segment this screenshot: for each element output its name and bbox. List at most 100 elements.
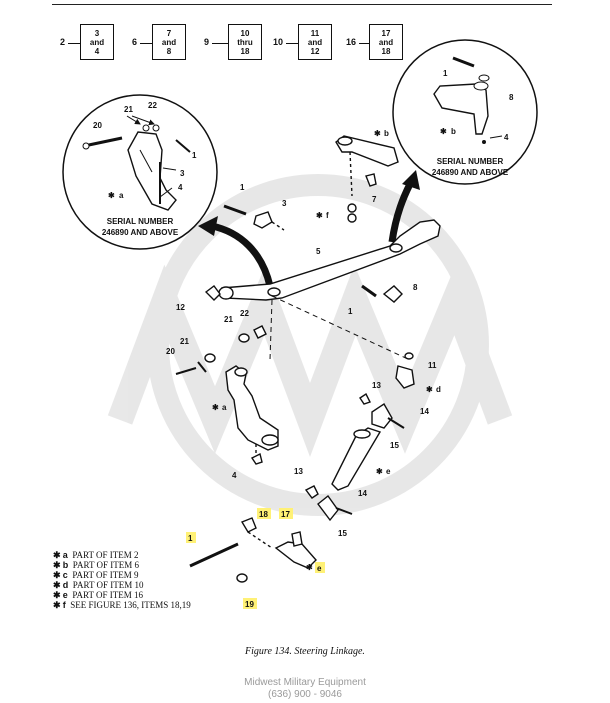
callout-d: d bbox=[436, 385, 441, 394]
legend-mark: ✱ bbox=[53, 560, 61, 570]
callout-star: ✱ bbox=[426, 385, 433, 394]
inset-label-22: 22 bbox=[148, 101, 157, 110]
footer-phone: (636) 900 - 9046 bbox=[268, 689, 342, 700]
reference-box: 7 and 8 bbox=[152, 24, 186, 60]
callout-17: 17 bbox=[281, 510, 290, 519]
reference-box-line: 3 bbox=[94, 29, 100, 38]
legend-key: b bbox=[62, 560, 69, 570]
callout-14: 14 bbox=[358, 489, 367, 498]
figure-caption: Figure 134. Steering Linkage. bbox=[245, 646, 365, 657]
reference-number: 10 bbox=[273, 37, 284, 47]
reference-box-line: and bbox=[378, 38, 394, 47]
callout-3: 3 bbox=[282, 199, 287, 208]
reference-box-line: and bbox=[307, 38, 323, 47]
reference-9: 9 10 thru 18 bbox=[204, 24, 268, 62]
right-inset-arrowhead bbox=[402, 170, 420, 190]
callout-15: 15 bbox=[390, 441, 399, 450]
right-inset: 1 8 ✱ b 4 SERIAL NUMBER 246890 AND ABOVE bbox=[392, 39, 538, 185]
reference-box: 11 and 12 bbox=[298, 24, 332, 60]
left-serial-line1: SERIAL NUMBER bbox=[107, 217, 174, 226]
legend-key: c bbox=[62, 570, 68, 580]
centerline bbox=[271, 295, 411, 361]
highlight-18 bbox=[257, 508, 271, 519]
callout-22: 22 bbox=[240, 309, 249, 318]
centerline bbox=[269, 299, 273, 361]
reference-leader bbox=[140, 43, 152, 44]
right-inset-label-1: 1 bbox=[443, 69, 448, 78]
highlight-19 bbox=[243, 598, 257, 609]
reference-6: 6 7 and 8 bbox=[132, 24, 196, 62]
reference-box-line: 4 bbox=[94, 47, 100, 56]
reference-box-line: 17 bbox=[381, 29, 391, 38]
reference-box-line: 8 bbox=[166, 47, 172, 56]
callout-13: 13 bbox=[294, 467, 303, 476]
highlight-17 bbox=[279, 508, 293, 519]
reference-leader bbox=[212, 43, 228, 44]
reference-16: 16 17 and 18 bbox=[346, 24, 410, 62]
highlight-e bbox=[315, 562, 325, 573]
inset-label-21: 21 bbox=[124, 105, 133, 114]
inset-star-mark: ✱ bbox=[108, 191, 115, 200]
inset-label-20: 20 bbox=[93, 121, 102, 130]
callout-21: 21 bbox=[224, 315, 233, 324]
callout-b: b bbox=[384, 129, 389, 138]
legend-mark: ✱ bbox=[53, 590, 61, 600]
reference-leader bbox=[286, 43, 298, 44]
legend-mark: ✱ bbox=[53, 570, 61, 580]
callout-11: 11 bbox=[428, 361, 437, 370]
callouts: ✱ b 7 ✱ f 1 3 5 12 1 8 22 21 21 20 11 ✱ … bbox=[166, 129, 441, 609]
inset-label-1: 1 bbox=[192, 151, 197, 160]
callout-4: 4 bbox=[232, 471, 237, 480]
reference-10: 10 11 and 12 bbox=[273, 24, 337, 62]
callout-14: 14 bbox=[420, 407, 429, 416]
reference-box-line: 11 bbox=[310, 29, 320, 38]
callout-star: ✱ bbox=[374, 129, 381, 138]
callout-star: ✱ bbox=[212, 403, 219, 412]
callout-13: 13 bbox=[372, 381, 381, 390]
legend-text: PART OF ITEM 16 bbox=[72, 590, 144, 600]
legend-row: ✱ b PART OF ITEM 6 bbox=[53, 560, 191, 570]
legend-mark: ✱ bbox=[53, 600, 61, 610]
callout-a: a bbox=[222, 403, 227, 412]
reference-box: 17 and 18 bbox=[369, 24, 403, 60]
right-serial-line1: SERIAL NUMBER bbox=[437, 157, 504, 166]
legend-row: ✱ d PART OF ITEM 10 bbox=[53, 580, 191, 590]
callout-18: 18 bbox=[259, 510, 268, 519]
callout-f: f bbox=[326, 211, 329, 220]
inset-label-4: 4 bbox=[178, 183, 183, 192]
left-inset: 21 22 20 1 3 4 ✱ a SERIAL NUMBER 246890 … bbox=[62, 94, 218, 250]
legend-text: PART OF ITEM 2 bbox=[72, 550, 139, 560]
reference-box-line: and bbox=[89, 38, 105, 47]
legend-key: f bbox=[62, 600, 66, 610]
right-lower-assembly bbox=[189, 352, 415, 583]
callout-star: ✱ bbox=[316, 211, 323, 220]
legend-mark: ✱ bbox=[53, 550, 61, 560]
inset-label-a: a bbox=[119, 191, 124, 200]
reference-number: 16 bbox=[346, 37, 357, 47]
callout-7: 7 bbox=[372, 195, 377, 204]
left-serial-line2: 246890 AND ABOVE bbox=[102, 228, 179, 237]
legend-key: e bbox=[62, 590, 68, 600]
callout-15: 15 bbox=[338, 529, 347, 538]
legend-row: ✱ f SEE FIGURE 136, ITEMS 18,19 bbox=[53, 600, 191, 610]
footer-company: Midwest Military Equipment bbox=[244, 677, 366, 688]
legend-text: PART OF ITEM 10 bbox=[72, 580, 144, 590]
callout-star: ✱ bbox=[376, 467, 383, 476]
callout-5: 5 bbox=[316, 247, 321, 256]
reference-box-line: 12 bbox=[310, 47, 320, 56]
callout-star: ✱ bbox=[306, 563, 313, 572]
right-inset-pointer bbox=[388, 182, 414, 243]
top-rule bbox=[52, 4, 552, 5]
reference-box-line: 18 bbox=[240, 47, 250, 56]
legend-row: ✱ e PART OF ITEM 16 bbox=[53, 590, 191, 600]
left-inset-arrowhead bbox=[198, 216, 218, 236]
legend-row: ✱ c PART OF ITEM 9 bbox=[53, 570, 191, 580]
reference-number: 9 bbox=[204, 37, 210, 47]
right-inset-star-mark: ✱ bbox=[440, 127, 447, 136]
callout-8: 8 bbox=[413, 283, 418, 292]
legend: ✱ a PART OF ITEM 2 ✱ b PART OF ITEM 6 ✱ … bbox=[53, 550, 191, 610]
right-inset-label-8: 8 bbox=[509, 93, 514, 102]
callout-1: 1 bbox=[188, 534, 193, 543]
